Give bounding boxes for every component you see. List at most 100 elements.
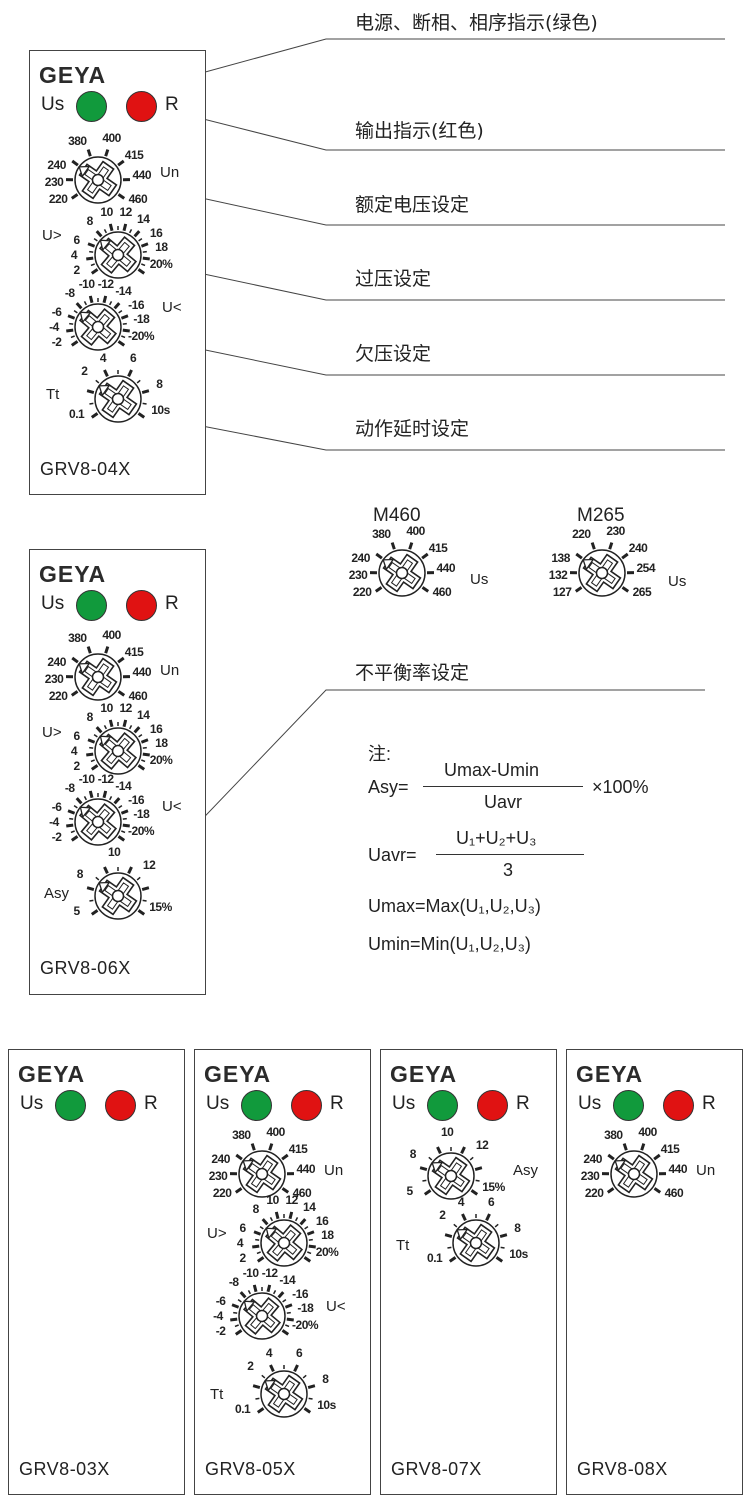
knob-scale-label: 240 bbox=[628, 540, 648, 555]
knob-tick bbox=[142, 402, 147, 405]
knob-tick bbox=[494, 1223, 499, 1228]
knob-tick bbox=[231, 1303, 240, 1309]
knob-tick bbox=[73, 309, 78, 314]
r-label-05x: R bbox=[330, 1093, 344, 1114]
knob-scale-label: 10 bbox=[440, 1125, 454, 1140]
knob-scale-label: 12 bbox=[142, 857, 156, 872]
knob-tick bbox=[284, 1303, 293, 1309]
knob-tt-07x[interactable] bbox=[421, 1188, 531, 1298]
r-label-03x: R bbox=[144, 1093, 158, 1114]
knob-tick bbox=[103, 724, 108, 730]
knob-scale-label: 20% bbox=[149, 753, 173, 768]
knob-scale-label: 415 bbox=[288, 1141, 308, 1156]
knob-scale-label: -20% bbox=[128, 329, 155, 344]
knob-tick bbox=[127, 866, 133, 874]
knob-under-05x[interactable] bbox=[207, 1261, 317, 1371]
knob-tick bbox=[140, 242, 149, 248]
knob-tick bbox=[70, 340, 79, 347]
formula-asy-denominator: Uavr bbox=[484, 792, 523, 812]
knob-tick bbox=[256, 1256, 265, 1263]
knob-over-06x[interactable] bbox=[63, 696, 173, 806]
knob-under-04x[interactable] bbox=[43, 272, 153, 382]
knob-tt-05x[interactable] bbox=[229, 1339, 339, 1449]
knob-tick bbox=[93, 237, 98, 242]
knob-tick bbox=[103, 866, 109, 874]
knob-scale-label: 4 bbox=[457, 1194, 465, 1209]
knob-tick bbox=[86, 886, 95, 891]
knob-m265[interactable] bbox=[547, 518, 657, 628]
knob-under-06x[interactable] bbox=[43, 767, 153, 877]
knob-tick bbox=[474, 1166, 483, 1171]
knob-scale-label: 415 bbox=[428, 540, 448, 555]
knob-scale-label: 415 bbox=[124, 147, 144, 162]
knob-tick bbox=[88, 790, 94, 799]
knob-tick bbox=[90, 268, 99, 275]
knob-scale-label: 12 bbox=[119, 700, 132, 715]
knob-tt-04x[interactable] bbox=[63, 344, 173, 454]
knob-tick bbox=[622, 1143, 628, 1151]
knob-tick bbox=[142, 899, 147, 902]
tt-label-04x: Tt bbox=[46, 386, 60, 403]
knob-scale-label: 230 bbox=[606, 524, 625, 539]
knob-un-04x[interactable] bbox=[43, 125, 153, 235]
geya-logo-08x: GEYA bbox=[576, 1061, 644, 1087]
knob-un-08x[interactable] bbox=[579, 1119, 689, 1229]
knob-scale-label: -14 bbox=[115, 283, 132, 298]
knob-tick bbox=[93, 733, 98, 738]
knob-asy-07x[interactable] bbox=[396, 1121, 506, 1231]
knob-scale-label: 6 bbox=[239, 1220, 247, 1235]
knob-asy-06x[interactable] bbox=[63, 841, 173, 951]
knob-un-m460[interactable] bbox=[347, 518, 457, 628]
knob-tick bbox=[138, 237, 143, 242]
knob-tick bbox=[90, 412, 99, 419]
knob-scale-label: 10s bbox=[509, 1247, 528, 1262]
knob-tick bbox=[252, 1384, 261, 1389]
knob-scale-label: 240 bbox=[211, 1151, 230, 1166]
knob-grip-icon bbox=[78, 802, 118, 842]
knob-scale-label: 220 bbox=[352, 584, 372, 599]
knob-scale-label: 415 bbox=[660, 1141, 680, 1156]
knob-over-04x[interactable] bbox=[63, 200, 173, 310]
knob-tick bbox=[299, 1218, 307, 1226]
knob-tick bbox=[470, 1189, 479, 1196]
knob-tick bbox=[133, 726, 141, 734]
knob-tick bbox=[70, 193, 79, 200]
knob-scale-label: 4 bbox=[236, 1236, 244, 1250]
knob-scale-label: -10 bbox=[242, 1266, 259, 1281]
knob-tick bbox=[137, 412, 146, 419]
knob-tick bbox=[653, 1153, 661, 1161]
r-label-07x: R bbox=[516, 1093, 530, 1114]
knob-scale-label: -4 bbox=[49, 320, 59, 334]
knob-tick bbox=[285, 1324, 290, 1328]
leader-over bbox=[137, 259, 725, 301]
knob-tick bbox=[286, 1317, 294, 1322]
knob-tick bbox=[86, 389, 95, 394]
knob-scale-label: 12 bbox=[285, 1192, 298, 1207]
knob-tick bbox=[67, 314, 76, 320]
knob-scale-label: -12 bbox=[97, 276, 114, 291]
knob-scale-label: 15% bbox=[149, 900, 172, 915]
knob-tick bbox=[495, 1256, 504, 1263]
knob-scale-label: -8 bbox=[228, 1275, 239, 1290]
knob-scale-label: 380 bbox=[68, 134, 87, 149]
knob-tick bbox=[141, 759, 146, 763]
knob-tick bbox=[306, 1230, 315, 1236]
knob-tick bbox=[88, 295, 94, 304]
knob-tick bbox=[95, 379, 100, 384]
knob-tick bbox=[574, 586, 583, 593]
knob-tick bbox=[608, 542, 614, 550]
knob-grip-icon bbox=[614, 1154, 654, 1194]
knob-scale-label: -12 bbox=[97, 771, 114, 786]
knob-scale-label: 230 bbox=[348, 568, 368, 583]
knob-un-06x[interactable] bbox=[43, 622, 153, 732]
knob-scale-label: -6 bbox=[51, 799, 62, 814]
knob-scale-label: 8 bbox=[86, 710, 94, 725]
model-name-04x: GRV8-04X bbox=[40, 459, 131, 479]
knob-tick bbox=[113, 797, 121, 805]
variant-m460-us: Us bbox=[470, 571, 489, 588]
us-indicator-06x bbox=[76, 590, 107, 621]
knob-over-05x[interactable] bbox=[229, 1188, 339, 1298]
knob-un-05x[interactable] bbox=[207, 1119, 317, 1229]
knob-tick bbox=[419, 1166, 428, 1171]
formula-umax: Umax=Max(U₁,U₂,U₃) bbox=[368, 896, 541, 916]
